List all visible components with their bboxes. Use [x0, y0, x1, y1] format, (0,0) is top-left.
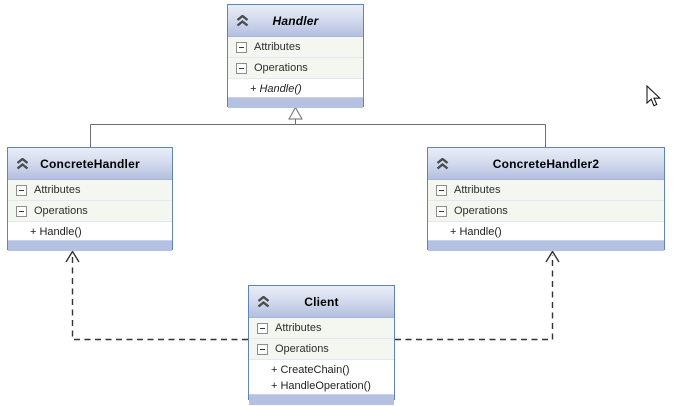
methods-list: + Handle(): [228, 79, 363, 97]
operations-compartment: Operations: [8, 201, 172, 222]
methods-list: + Handle(): [428, 222, 664, 240]
minus-box-icon[interactable]: [257, 322, 268, 334]
attributes-compartment: Attributes: [249, 318, 394, 339]
class-header: Client: [249, 286, 394, 318]
class-header: Handler: [228, 5, 363, 37]
operations-label: Operations: [254, 62, 308, 74]
method-item: + Handle(): [30, 226, 82, 238]
method-item: + HandleOperation(): [271, 380, 371, 392]
attributes-label: Attributes: [254, 41, 301, 53]
class-box-client[interactable]: Client Attributes Operations + CreateCha…: [248, 285, 395, 405]
dependency-arrowhead-icon: [65, 250, 80, 263]
minus-box-icon[interactable]: [16, 184, 27, 196]
dependency-connector-left[interactable]: [65, 250, 248, 341]
class-box-concretehandler[interactable]: ConcreteHandler Attributes Operations + …: [7, 147, 173, 251]
minus-box-icon[interactable]: [16, 205, 27, 217]
dependency-arrowhead-icon: [545, 250, 560, 263]
chevron-double-up-icon[interactable]: [236, 14, 249, 27]
chevron-double-up-icon[interactable]: [436, 157, 449, 170]
methods-list: + Handle(): [8, 222, 172, 240]
attributes-compartment: Attributes: [8, 180, 172, 201]
attributes-label: Attributes: [34, 184, 81, 196]
class-header: ConcreteHandler2: [428, 148, 664, 180]
attributes-compartment: Attributes: [228, 37, 363, 58]
class-title: Client: [304, 294, 339, 309]
inheritance-connector[interactable]: [90, 106, 546, 148]
method-item: + Handle(): [250, 83, 302, 95]
minus-box-icon[interactable]: [257, 343, 268, 355]
class-header: ConcreteHandler: [8, 148, 172, 180]
attributes-label: Attributes: [454, 184, 501, 196]
box-bottom-strip: [8, 240, 172, 251]
arrow-cursor-icon: [646, 84, 666, 109]
chevron-double-up-icon[interactable]: [257, 295, 270, 308]
box-bottom-strip: [249, 394, 394, 405]
box-bottom-strip: [428, 240, 664, 251]
minus-box-icon[interactable]: [236, 41, 247, 53]
minus-box-icon[interactable]: [236, 62, 247, 74]
attributes-compartment: Attributes: [428, 180, 664, 201]
method-item: + Handle(): [450, 226, 502, 238]
methods-list: + CreateChain() + HandleOperation(): [249, 360, 394, 394]
operations-label: Operations: [275, 343, 329, 355]
operations-compartment: Operations: [249, 339, 394, 360]
class-title: ConcreteHandler2: [492, 156, 600, 171]
inheritance-triangle-icon: [288, 106, 303, 120]
box-bottom-strip: [228, 97, 363, 108]
chevron-double-up-icon[interactable]: [16, 157, 29, 170]
attributes-label: Attributes: [275, 322, 322, 334]
minus-box-icon[interactable]: [436, 205, 447, 217]
class-box-handler[interactable]: Handler Attributes Operations + Handle(): [227, 4, 364, 108]
minus-box-icon[interactable]: [436, 184, 447, 196]
operations-label: Operations: [454, 205, 508, 217]
dependency-connector-right[interactable]: [395, 250, 560, 341]
operations-label: Operations: [34, 205, 88, 217]
method-item: + CreateChain(): [271, 364, 350, 376]
class-box-concretehandler2[interactable]: ConcreteHandler2 Attributes Operations +…: [427, 147, 665, 251]
class-title: ConcreteHandler: [40, 156, 140, 171]
operations-compartment: Operations: [428, 201, 664, 222]
operations-compartment: Operations: [228, 58, 363, 79]
class-title: Handler: [272, 13, 319, 28]
